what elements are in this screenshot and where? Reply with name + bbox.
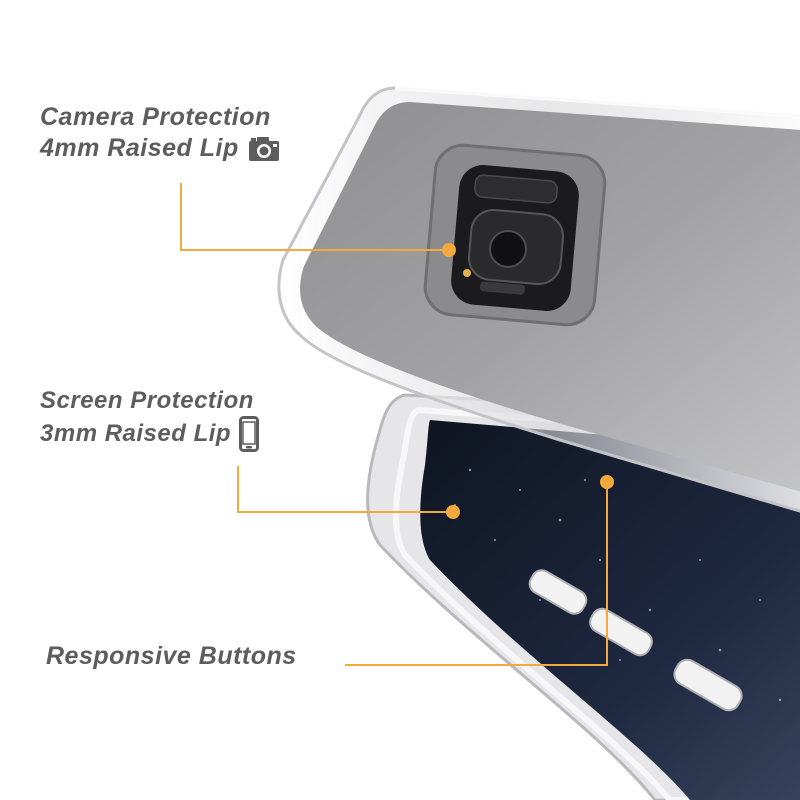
camera-icon (248, 136, 279, 161)
front-case-inner-rim (392, 406, 800, 800)
screen-sparkles (454, 468, 782, 702)
callout-dots (442, 243, 614, 519)
camera-top-sensor (474, 174, 558, 204)
callout-lines (180, 183, 608, 666)
phone-back (277, 86, 800, 513)
corner-highlight (394, 86, 800, 118)
responsive-buttons-title: Responsive Buttons (46, 642, 297, 670)
buttons-callout-line (345, 482, 608, 666)
side-button-1 (528, 569, 588, 615)
camera-protection-title: Camera Protection (40, 103, 271, 131)
camera-protection-label: Camera Protection 4mm Raised Lip (40, 102, 281, 165)
camera-module (423, 143, 607, 327)
screen-protection-label: Screen Protection 3mm Raised Lip (40, 386, 260, 452)
camera-callout-dot (442, 243, 456, 257)
camera-lip-detail: 4mm Raised Lip (40, 134, 239, 163)
responsive-buttons-label: Responsive Buttons (46, 641, 297, 672)
screen-callout-line (237, 466, 453, 513)
phone-front (366, 393, 800, 800)
camera-lens (489, 230, 527, 268)
side-button-3 (673, 658, 743, 712)
screen-callout-dot (446, 505, 460, 519)
camera-flash (463, 269, 471, 277)
phone-screen (420, 420, 800, 800)
screen-lip-detail: 3mm Raised Lip (40, 420, 232, 447)
side-button-2 (589, 607, 653, 657)
camera-callout-line (180, 183, 449, 251)
screen-protection-title: Screen Protection (40, 387, 254, 414)
buttons-callout-dot (600, 475, 614, 489)
phone-icon (239, 416, 260, 452)
camera-sensor-strip (479, 281, 526, 295)
